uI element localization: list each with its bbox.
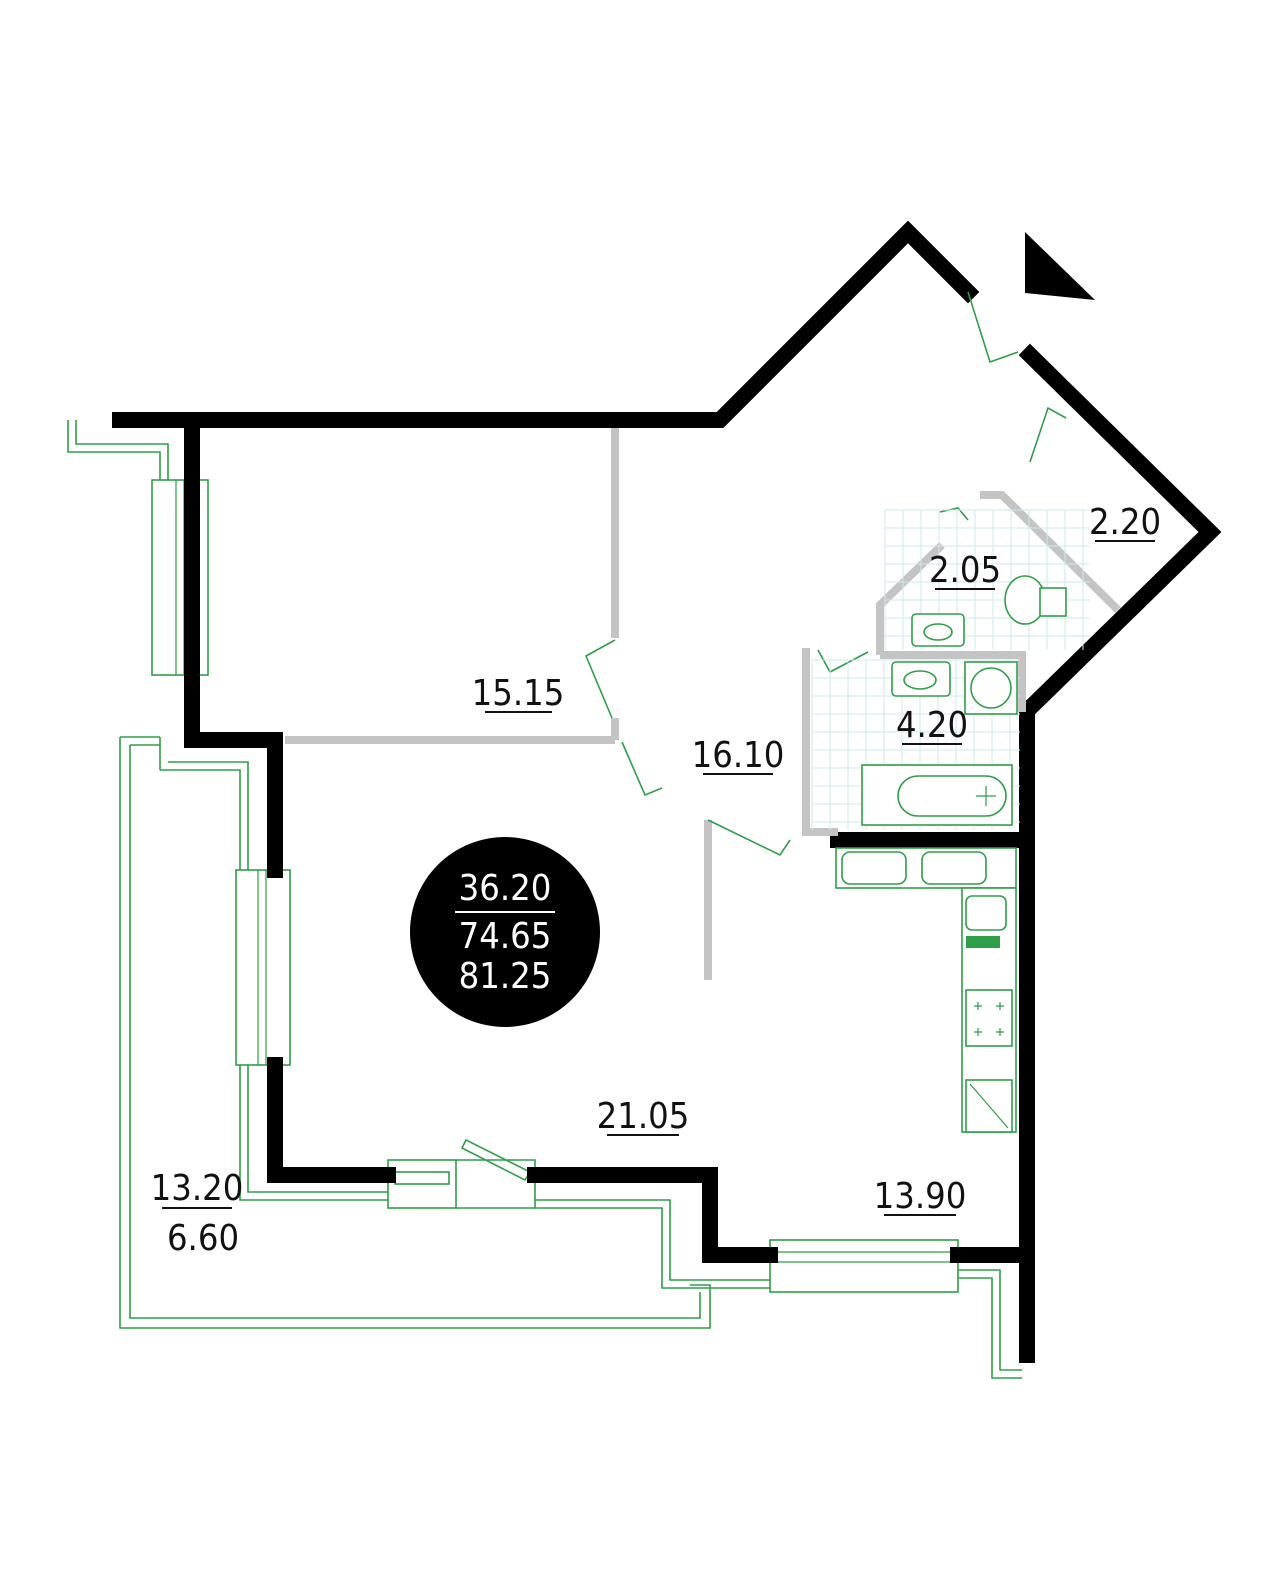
north-arrow-icon: [1025, 232, 1095, 300]
balcony-reduced-area: 6.60: [167, 1218, 239, 1259]
balcony-area: 13.20: [151, 1168, 244, 1209]
bathtub-icon: [861, 764, 1013, 826]
room-area-living-room: 21.05: [597, 1096, 690, 1137]
washing-machine-icon: [964, 661, 1018, 715]
fixtures: [835, 575, 1067, 1133]
room-area-bathroom: 4.20: [896, 705, 968, 746]
balcony-outline: [67, 420, 1022, 1379]
toilet-sink-icon: [911, 613, 965, 647]
room-area-toilet: 2.05: [929, 550, 1001, 591]
room-area-bedroom: 15.15: [472, 673, 565, 714]
doors: [584, 291, 1067, 857]
room-area-hall: 16.10: [692, 735, 785, 776]
area-summary-badge: 36.20 74.65 81.25: [410, 837, 600, 1027]
partitions: [285, 428, 1121, 980]
bath-sink-icon: [891, 661, 951, 697]
window-left-bottom: [235, 869, 291, 1066]
living-area-value: 36.20: [459, 868, 552, 909]
room-labels: 15.15 16.10 4.20 2.05 2.20 21.05 13.90 1…: [151, 502, 1161, 1259]
exterior-walls: [112, 220, 1222, 1363]
total-area-value: 74.65: [459, 916, 552, 957]
window-kitchen: [769, 1239, 959, 1293]
room-area-kitchen: 13.90: [874, 1176, 967, 1217]
room-area-storage: 2.20: [1089, 502, 1161, 543]
total-with-balcony-value: 81.25: [459, 956, 552, 997]
wc-icon: [1004, 575, 1067, 625]
kitchen-counter: [835, 847, 1017, 1133]
